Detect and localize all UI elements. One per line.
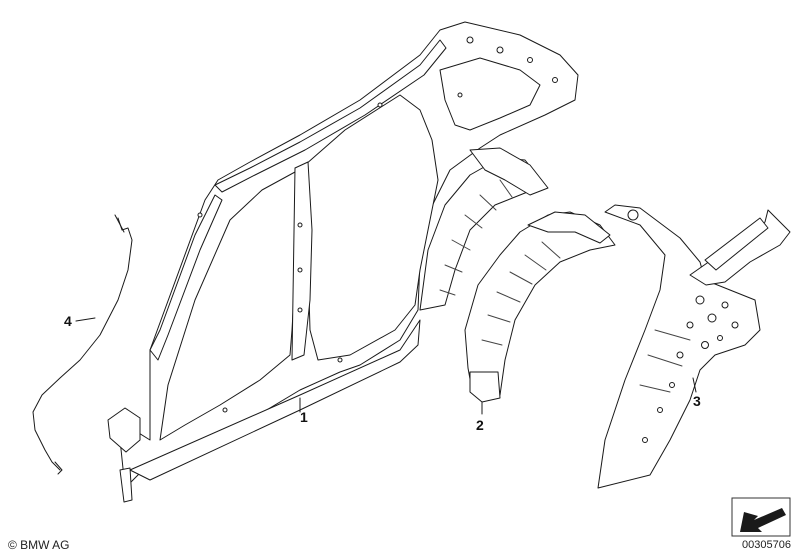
diagram-number: 00305706 [742, 539, 791, 551]
cable-part-4 [32, 214, 133, 475]
callout-part-4: 4 [64, 313, 72, 329]
callout-part-2: 2 [476, 417, 484, 433]
rear-pillar-part-3 [597, 204, 791, 489]
wheel-arch-inner-part-2 [464, 211, 616, 403]
side-frame-part-1 [107, 21, 579, 503]
copyright-label: © BMW AG [8, 538, 70, 552]
leader-lines [75, 317, 697, 415]
wheel-arch-outer-panel [419, 147, 549, 311]
callout-part-3: 3 [693, 393, 701, 409]
callout-part-1: 1 [300, 409, 308, 425]
corner-arrow-icon [731, 497, 791, 537]
